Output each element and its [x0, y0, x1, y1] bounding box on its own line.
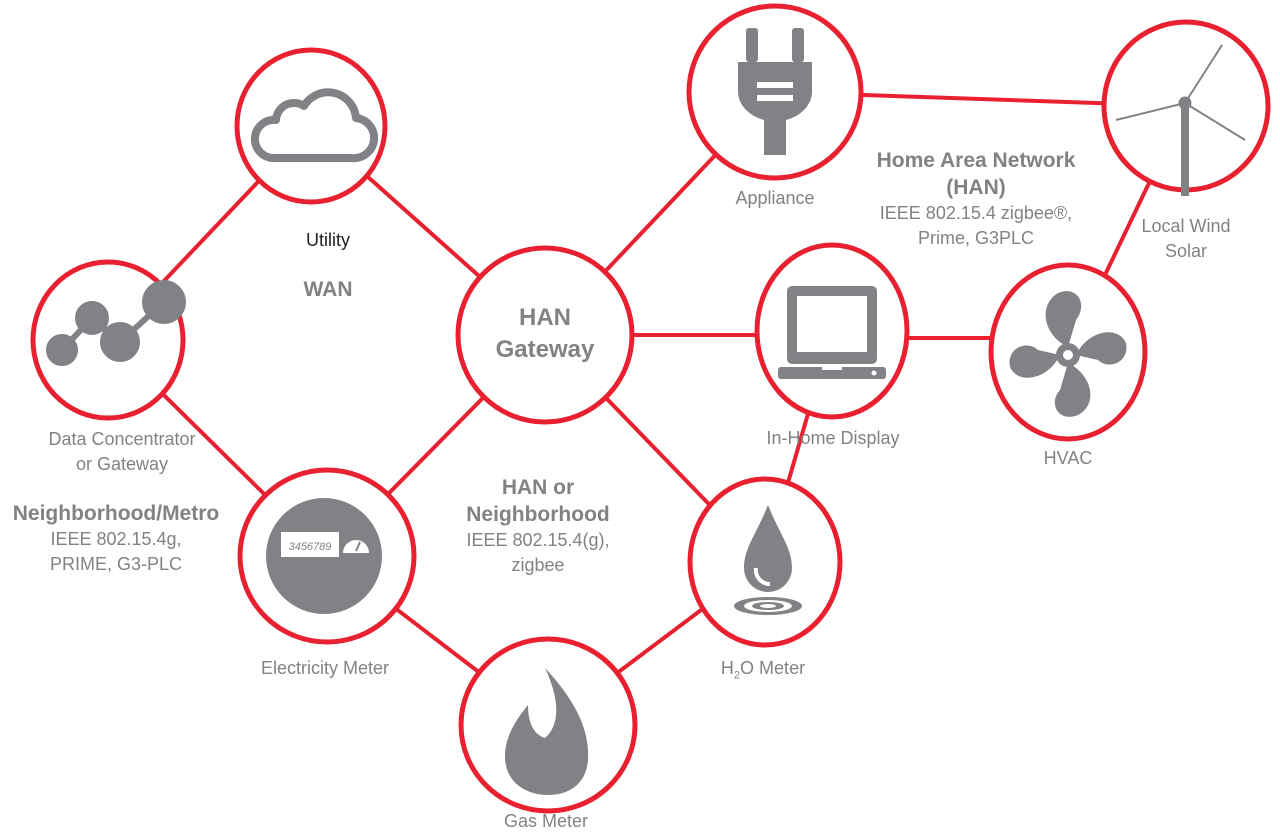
network-title: Home Area Network — [876, 149, 1076, 172]
label-neighborhood-metro: Neighborhood/Metro IEEE 802.15.4g, PRIME… — [13, 500, 219, 577]
network-protocol: IEEE 802.15.4g, — [50, 529, 182, 549]
label-line: Local Wind — [1141, 216, 1231, 236]
label-h2o-meter: H2O Meter — [721, 656, 805, 689]
label-in-home-display: In-Home Display — [766, 428, 900, 448]
network-title: (HAN) — [946, 176, 1006, 199]
water-drop-icon — [734, 505, 802, 615]
label-gas-meter: Gas Meter — [503, 811, 589, 831]
laptop-icon — [778, 286, 886, 379]
electricity-meter-icon — [266, 498, 382, 614]
fan-icon — [1009, 291, 1127, 417]
network-title: Neighborhood/Metro — [12, 502, 220, 525]
node-gas-meter[interactable] — [458, 636, 638, 814]
plug-icon — [738, 28, 812, 155]
label-hvac: HVAC — [1043, 448, 1093, 468]
node-han-gateway[interactable] — [455, 245, 635, 425]
label-line: Gateway — [495, 336, 595, 363]
label-data-concentrator: Data Concentrator or Gateway — [48, 427, 195, 477]
network-protocol: IEEE 802.15.4(g), — [466, 530, 610, 550]
label-subscript: 2 — [733, 669, 741, 682]
label-appliance: Appliance — [735, 188, 815, 208]
node-utility[interactable] — [234, 47, 388, 205]
label-line: or Gateway — [75, 454, 169, 474]
meter-digits: 3456789 — [289, 541, 332, 553]
label-line: HAN — [519, 304, 571, 331]
network-title: HAN or — [501, 476, 575, 499]
label-utility: Utility — [306, 230, 350, 250]
network-protocol: IEEE 802.15.4 zigbee®, — [879, 203, 1073, 223]
wind-turbine-icon — [1115, 44, 1246, 196]
cloud-icon — [250, 88, 379, 163]
network-title: Neighborhood — [466, 503, 610, 526]
network-nodes-icon — [46, 280, 186, 366]
label-home-area-network: Home Area Network (HAN) IEEE 802.15.4 zi… — [877, 147, 1076, 251]
label-part: H — [720, 658, 734, 678]
network-protocol: Prime, G3PLC — [917, 228, 1035, 248]
label-part: O Meter — [740, 658, 806, 678]
label-line: Data Concentrator — [48, 429, 196, 449]
label-line: Solar — [1164, 241, 1208, 261]
network-protocol: zigbee — [511, 555, 565, 575]
label-han-or-neighborhood: HAN or Neighborhood IEEE 802.15.4(g), zi… — [466, 474, 609, 578]
label-electricity-meter: Electricity Meter — [260, 658, 390, 678]
network-protocol: PRIME, G3-PLC — [49, 554, 183, 574]
label-han-gateway: HAN Gateway — [496, 302, 595, 366]
flame-icon — [504, 668, 589, 795]
label-wan: WAN — [303, 278, 353, 301]
label-wind: Local Wind Solar — [1141, 214, 1230, 264]
